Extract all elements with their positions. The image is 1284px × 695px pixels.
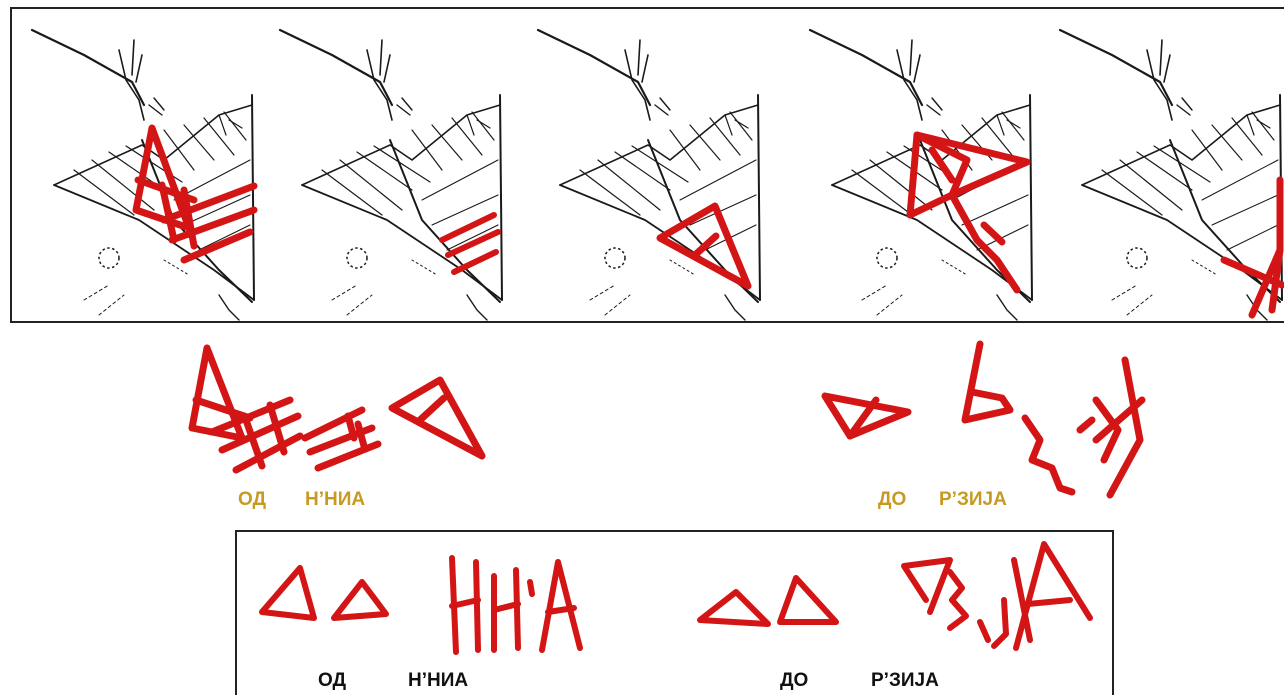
traced-glyphs-left [188, 344, 486, 474]
bottom-glyphs [259, 541, 1093, 655]
traced-glyphs-right [821, 340, 1146, 499]
panel-5 [1058, 28, 1284, 322]
bottom-label-nnia: Н’НИА [408, 670, 468, 691]
panel-3-highlight [656, 202, 752, 290]
bottom-reading-box: ОД Н’НИА ДО Р’ЗИЈА [235, 530, 1114, 695]
engraving-panels-strip [10, 7, 1284, 323]
panel-3 [536, 28, 762, 322]
panel-2 [278, 28, 504, 322]
panel-1 [30, 28, 258, 322]
panel-4 [808, 28, 1034, 322]
middle-label-rzija: Р’ЗИЈА [939, 489, 1007, 510]
middle-label-nnia: Н’НИА [305, 489, 365, 510]
middle-label-od: ОД [238, 489, 267, 510]
panel-5-highlight [1220, 176, 1284, 319]
middle-label-do: ДО [878, 489, 906, 510]
bottom-label-od: ОД [318, 670, 347, 691]
panel-1-highlight [132, 124, 258, 264]
bottom-label-do: ДО [780, 670, 808, 691]
panel-2-highlight [439, 212, 501, 275]
bottom-label-rzija: Р’ЗИЈА [871, 670, 939, 691]
panel-4-highlight [906, 131, 1031, 294]
